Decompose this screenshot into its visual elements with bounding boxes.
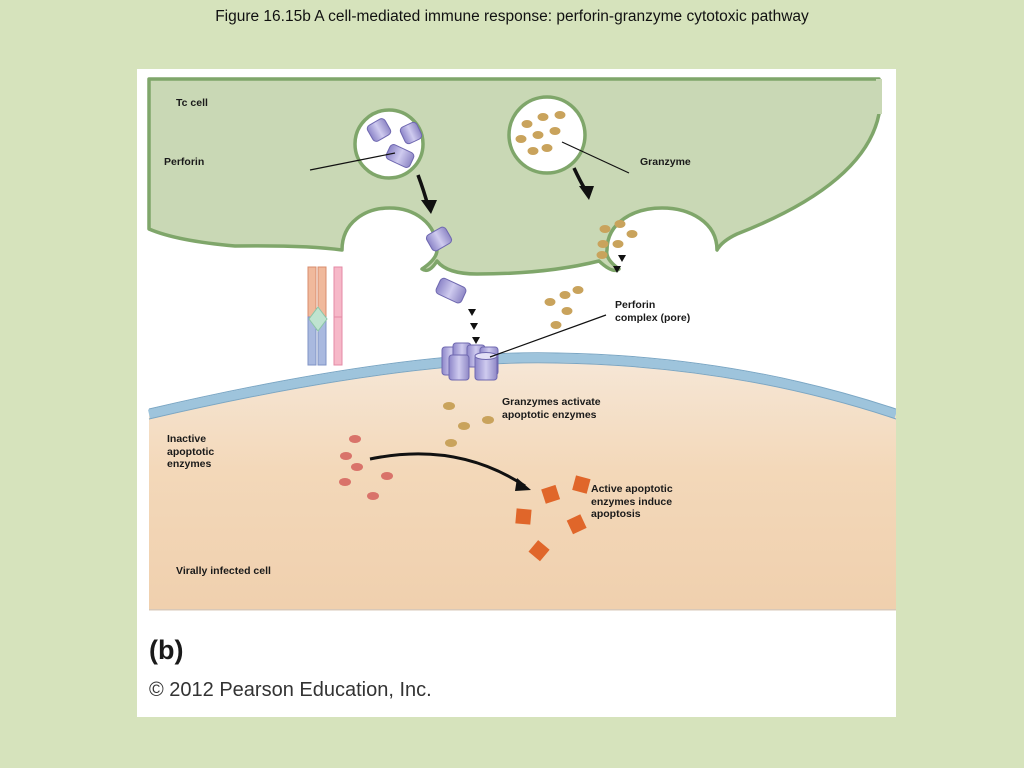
diagram-canvas (147, 77, 896, 611)
granzyme-arrow-head (579, 186, 594, 200)
inactive-apoptotic-enzymes (339, 435, 393, 500)
perforin-complex-label: Perforin complex (pore) (615, 299, 691, 324)
perforin-vesicle-icon (353, 108, 425, 180)
perforin-path-arrows (468, 309, 480, 344)
granzyme-leader-line (561, 141, 630, 174)
perforin-arrow-head (421, 200, 437, 214)
tcr-mhc-receptor-icon (307, 266, 343, 366)
granzyme-path-arrows (613, 255, 626, 273)
tc-cell-body (147, 77, 881, 276)
granzymes-inside-cell (443, 402, 494, 447)
tc-cell-label: Tc cell (176, 97, 208, 109)
released-granzymes (544, 286, 584, 329)
perforin-in-bulge (425, 226, 453, 252)
inactive-enzymes-label: Inactive apoptotic enzymes (167, 433, 215, 470)
diagram-panel: Tc cell Perforin Granzyme Perforin compl… (137, 69, 896, 717)
granzyme-vesicle-icon (507, 95, 587, 175)
granzymes-activate-label: Granzymes activate apoptotic enzymes (502, 396, 601, 421)
perforin-label: Perforin (164, 156, 205, 168)
active-apoptotic-enzymes (515, 475, 591, 562)
granzymes-in-bulge (596, 220, 638, 259)
activation-arrow (369, 452, 526, 488)
figure-title: Figure 16.15b A cell-mediated immune res… (215, 8, 809, 25)
perforin-pore-icon (441, 342, 499, 381)
copyright-notice: © 2012 Pearson Education, Inc. (149, 679, 432, 701)
panel-letter: (b) (149, 635, 184, 665)
infected-cell-membrane (147, 353, 896, 419)
active-enzymes-label: Active apoptotic enzymes induce apoptosi… (591, 483, 673, 520)
activation-arrow-head (515, 478, 531, 491)
released-perforin (435, 277, 467, 304)
perforin-complex-leader-line (489, 314, 607, 358)
perforin-leader-line (309, 152, 396, 171)
granzyme-label: Granzyme (640, 156, 691, 168)
virally-infected-cell-label: Virally infected cell (176, 565, 271, 577)
